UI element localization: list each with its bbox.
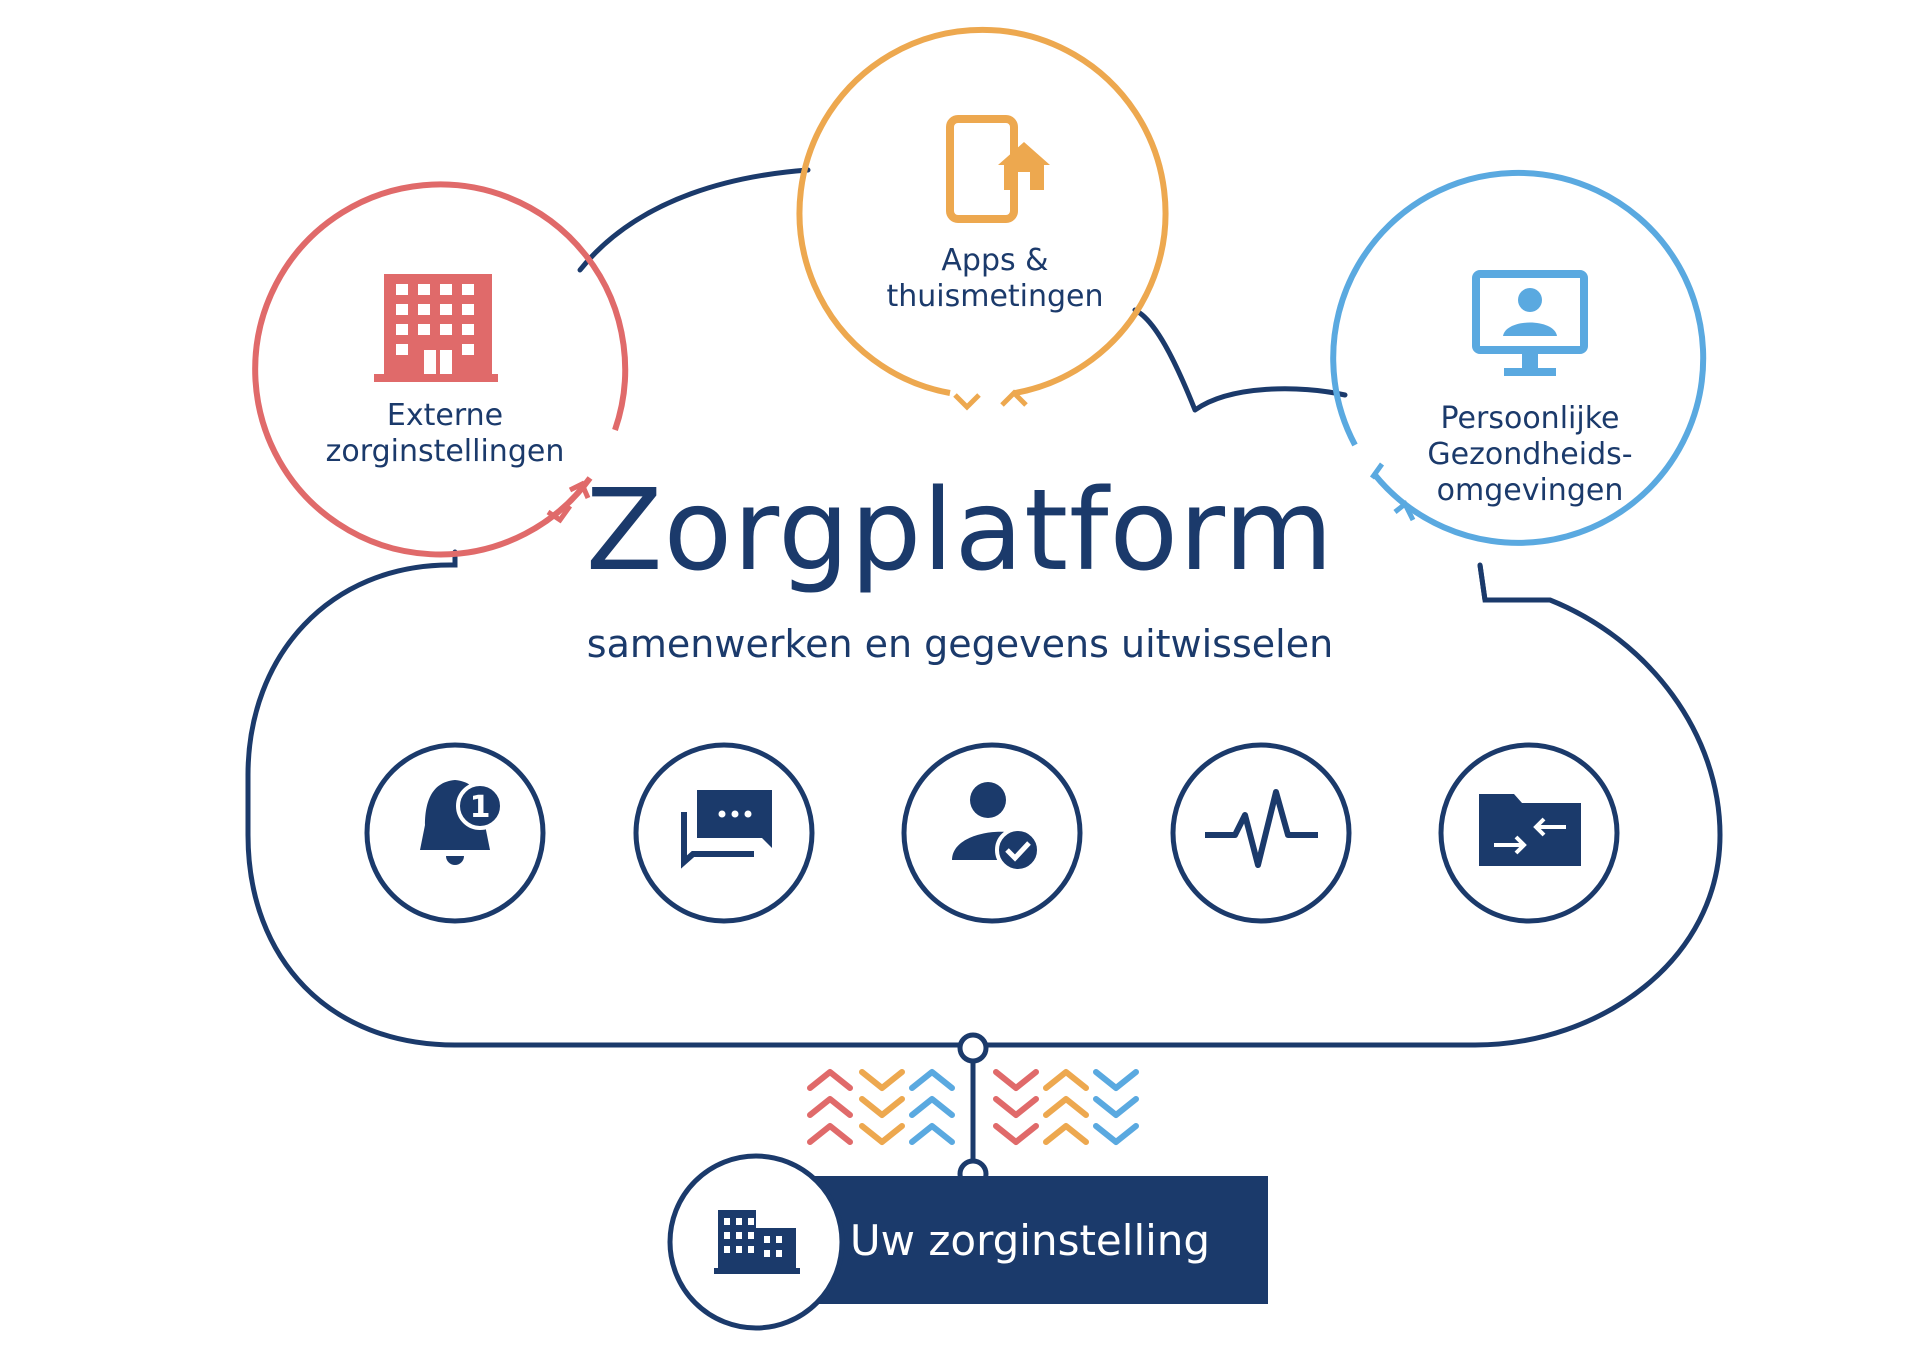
node-external	[252, 181, 629, 558]
chat-icon	[681, 790, 772, 869]
office-building-windows	[724, 1218, 782, 1257]
node-apps-label: Apps & thuismetingen	[886, 243, 1104, 314]
notification-badge: 1	[470, 790, 491, 825]
node-personal-ring	[1330, 169, 1707, 546]
organization-label: Uw zorginstelling	[849, 1216, 1211, 1265]
building-windows	[396, 284, 474, 374]
node-apps-ring	[796, 26, 1169, 396]
vital-signs-icon	[1205, 789, 1318, 868]
service-chat	[633, 742, 815, 924]
phone-home-icon	[946, 115, 1050, 223]
cloud-outline-right	[1477, 564, 1488, 601]
platform-title: Zorgplatform	[585, 466, 1335, 596]
service-user-verified	[901, 742, 1083, 924]
node-apps-chevrons	[953, 389, 1028, 411]
user-verified-icon	[952, 782, 1041, 873]
service-notifications: 1	[364, 742, 546, 924]
node-personal-chevrons	[1369, 462, 1416, 522]
data-flow-chevrons	[807, 1069, 1139, 1145]
connector	[957, 1032, 989, 1190]
node-external-chevrons	[546, 480, 591, 524]
folder-exchange-icon	[1479, 794, 1581, 866]
platform-subtitle: samenwerken en gegevens uitwisselen	[586, 622, 1334, 666]
node-personal-label: Persoonlijke Gezondheids-omgevingen	[1427, 401, 1633, 508]
service-file-exchange	[1438, 742, 1620, 924]
service-row: 1	[364, 742, 1620, 924]
service-vitals	[1170, 742, 1352, 924]
node-external-label: Externe zorginstellingen	[325, 398, 565, 469]
node-external-ring	[252, 181, 629, 558]
monitor-person-icon	[1472, 270, 1588, 376]
organization-banner	[667, 1153, 1268, 1331]
node-apps	[796, 26, 1169, 411]
node-personal	[1330, 169, 1707, 546]
